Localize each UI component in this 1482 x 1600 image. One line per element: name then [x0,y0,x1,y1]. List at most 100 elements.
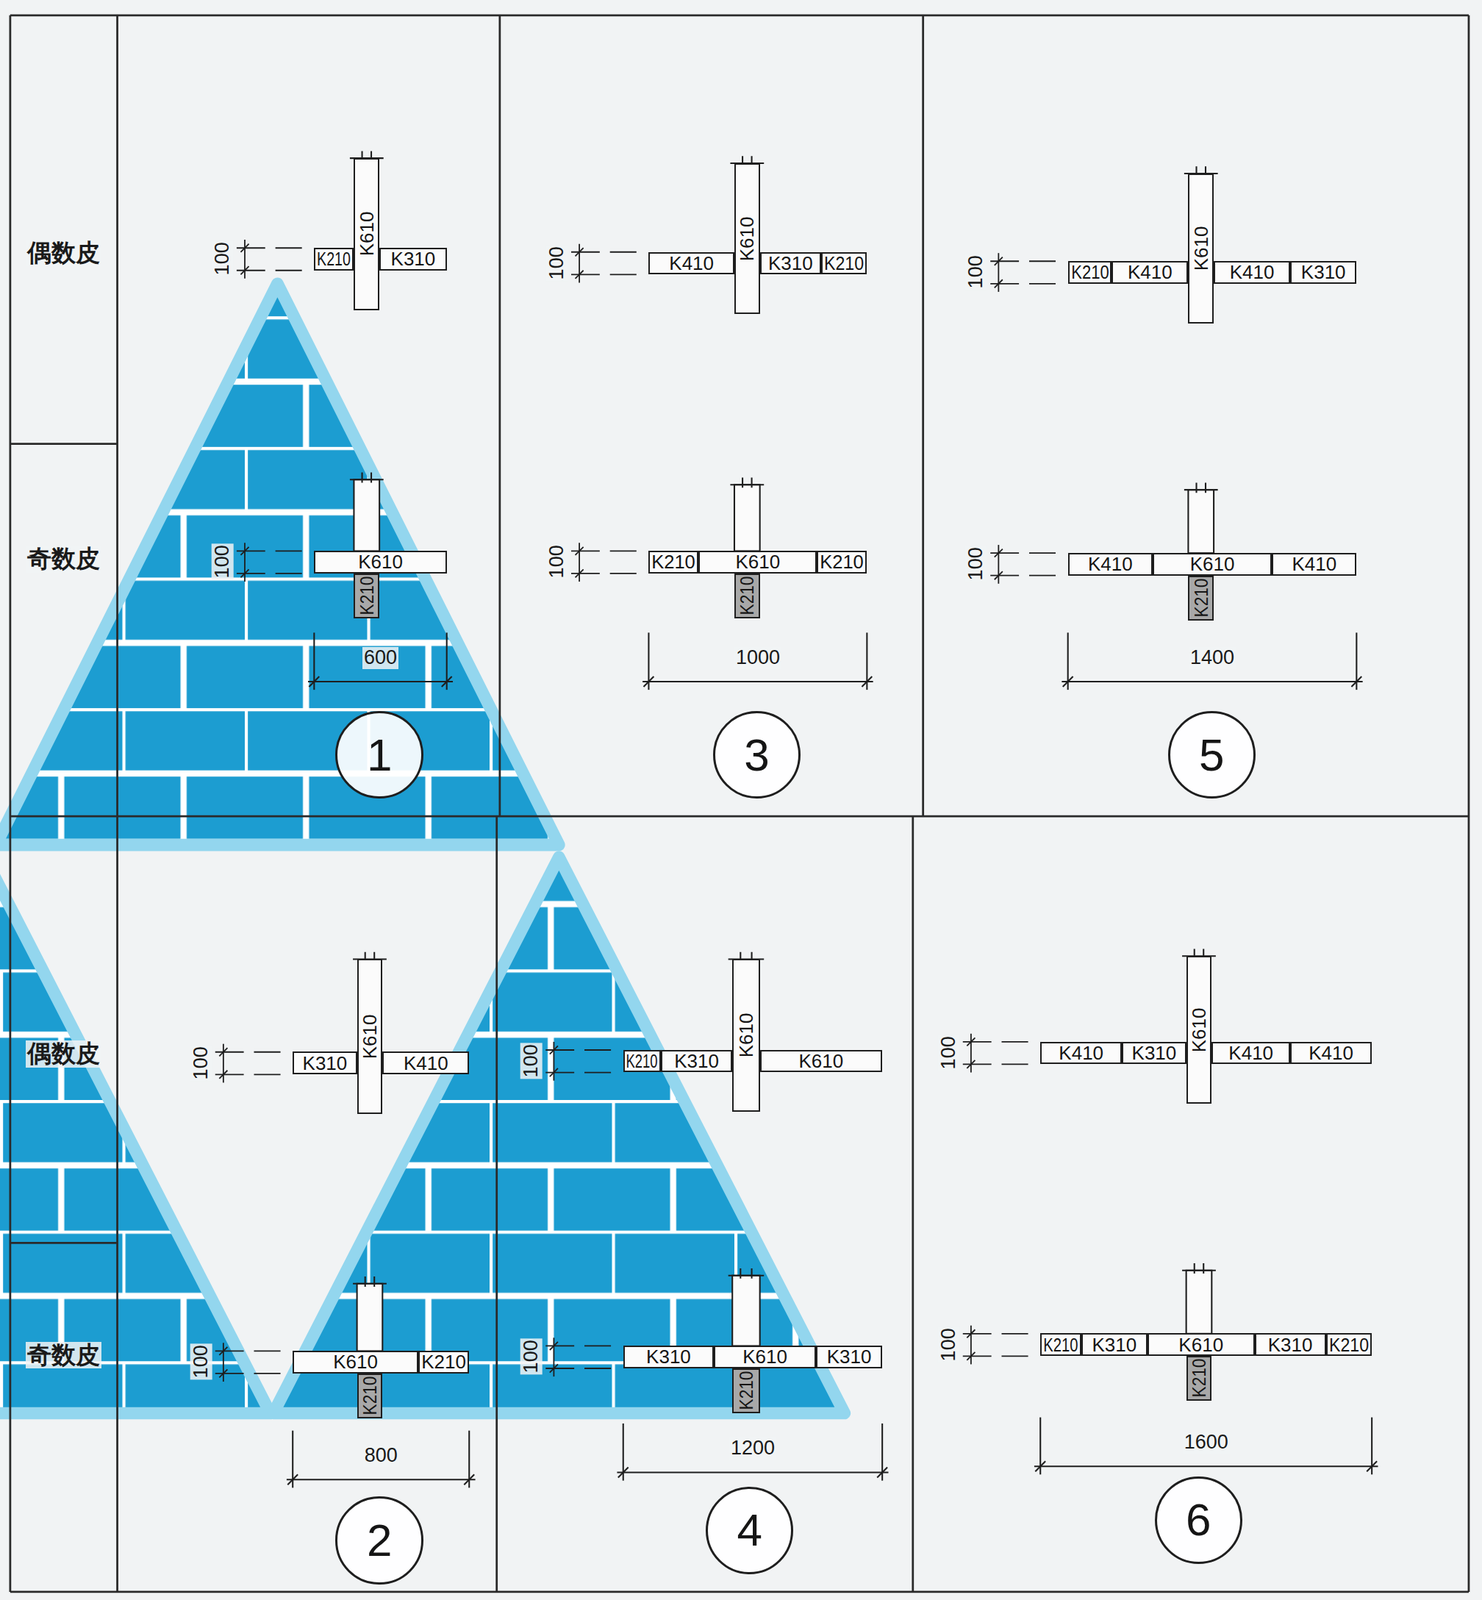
block-label-box: K210 [623,1049,661,1073]
block-label-box: K210 [313,247,354,271]
block-code: K310 [1091,1334,1137,1355]
row-label: 偶数皮 [25,239,102,267]
dimension-line [963,1033,1029,1073]
block-label-box: K610 [713,1345,816,1369]
block-code: K210 [824,253,864,273]
dimension-line [571,542,637,582]
dimension-value: 1600 [1182,1431,1230,1454]
block-code: K610 [360,1013,380,1059]
block-label-box: K410 [1068,552,1153,576]
callout-number: 3 [713,710,801,799]
block-label-box: K210 [1068,260,1113,284]
dimension-line [990,252,1056,292]
brick-pyramids [0,283,845,1413]
dimension-line [545,1041,611,1081]
block-code: K310 [646,1346,692,1366]
block-code: K610 [742,1346,788,1366]
block-label-box: K410 [648,252,735,275]
block-code: K610 [1191,225,1211,271]
block-label-box: K310 [623,1345,714,1369]
row-label: 奇数皮 [25,1341,102,1369]
brick-pyramid [0,283,559,845]
dimension-value: 100 [965,254,988,291]
block-code: K210 [1329,1334,1369,1355]
dimension-line [990,544,1056,584]
block-label-box: K210 [648,550,699,574]
break-mark [728,1268,765,1279]
row-label: 奇数皮 [25,545,102,572]
block-label-box: K210 [1186,1355,1213,1401]
block-code: K410 [1087,554,1133,574]
block-code: K610 [1178,1334,1224,1355]
block-code: K310 [391,249,436,269]
dimension-value: 100 [190,1044,213,1081]
block-label-box: K310 [1121,1041,1186,1065]
block-label-box: K310 [1290,260,1357,284]
block-label-box: K610 [760,1049,883,1073]
block-label-box: K410 [1290,1041,1372,1065]
block-label-box: K410 [1111,260,1188,284]
block-code: K410 [1229,262,1275,282]
brick-pyramid [273,857,845,1413]
callout-number: 5 [1168,710,1256,799]
dimension-value: 100 [938,1034,961,1071]
break-mark [1184,482,1219,493]
block-label-box: K410 [1040,1041,1122,1065]
callout-number-text: 5 [1198,732,1224,778]
wall-stub [353,479,380,551]
block-label-box: K310 [379,247,447,271]
callout-number: 4 [705,1486,794,1574]
dimension-line [1061,632,1363,690]
dimension-line [215,1342,281,1382]
wall-stub [357,1283,383,1352]
dimension-line [616,1423,889,1481]
callout-number-text: 4 [737,1506,763,1553]
wall-stub [734,484,761,551]
block-code: K210 [736,1370,756,1410]
table-grid [10,15,1469,1592]
break-mark [729,477,764,488]
block-code: K210 [652,552,697,572]
dimension-value: 100 [965,546,988,583]
block-label-box: K610 [353,158,380,311]
wall-stub [732,1275,760,1347]
block-code: K410 [1127,262,1173,282]
block-code: K210 [357,576,377,616]
dimension-value: 1000 [734,646,782,669]
block-code: K210 [626,1051,658,1071]
block-code: K310 [302,1053,348,1073]
block-label-box: K210 [418,1350,470,1374]
dimension-line [545,1337,611,1377]
block-code: K210 [421,1351,467,1371]
block-label-box: K210 [353,573,380,619]
dimension-line [236,239,303,279]
dimension-value: 100 [520,1338,543,1375]
dimension-line [308,632,453,690]
dimension-line [215,1043,281,1083]
dimension-value: 100 [211,241,234,278]
dimension-line [1034,1417,1379,1475]
block-label-box: K210 [732,1368,760,1413]
dimension-value: 100 [190,1343,213,1380]
block-code: K310 [674,1051,719,1071]
callout-number: 2 [335,1495,423,1584]
block-code: K210 [1071,262,1109,282]
block-code: K310 [827,1346,872,1366]
block-code: K610 [735,552,781,572]
dimension-line [963,1325,1029,1365]
dimension-value: 100 [938,1326,961,1363]
block-code: K610 [1189,1007,1209,1052]
dimension-line [236,542,303,582]
block-code: K610 [333,1351,378,1371]
dimension-value: 1400 [1188,646,1236,669]
row-label: 偶数皮 [25,1040,102,1067]
callout-number-text: 2 [366,1517,392,1563]
block-label-box: K410 [1211,1041,1291,1065]
block-code: K610 [1190,554,1235,574]
dimension-line [571,244,637,284]
wall-stub [1187,489,1214,553]
block-label-box: K610 [734,163,761,314]
block-label-box: K310 [1254,1332,1327,1356]
callout-number-text: 1 [366,732,392,778]
block-code: K310 [1301,262,1347,282]
